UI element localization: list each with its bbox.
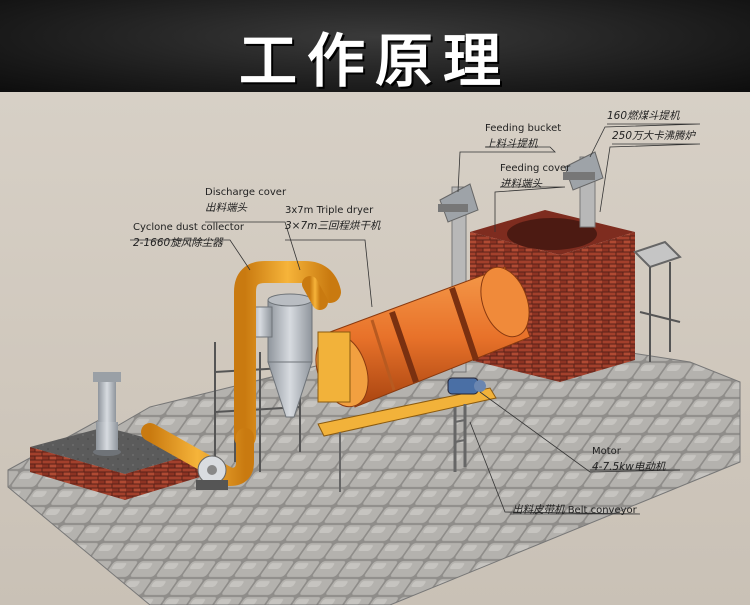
label-feeding-bucket-cn: 上料斗提机 bbox=[485, 138, 538, 150]
label-belt-conveyor: 出料皮带机 Belt conveyor bbox=[512, 502, 637, 517]
belt-conveyor bbox=[317, 387, 497, 492]
label-dryer-en: 3x7m Triple dryer bbox=[285, 205, 374, 216]
steel-platform bbox=[633, 240, 682, 362]
header-banner: 工作原理 bbox=[0, 0, 750, 95]
label-belt-cn: 出料皮带机 bbox=[512, 504, 565, 516]
dryer-system-illustration: Discharge cover 出料端头 3x7m Triple dryer 3… bbox=[0, 92, 750, 605]
label-feeding-bucket-en: Feeding bucket bbox=[485, 123, 562, 134]
label-discharge-cover-en: Discharge cover bbox=[205, 187, 287, 198]
discharge-cover bbox=[317, 331, 351, 403]
label-motor-en: Motor bbox=[592, 446, 621, 457]
label-feeding-cover-cn: 进料端头 bbox=[500, 178, 542, 190]
induced-draft-fan bbox=[196, 455, 228, 490]
callout-lines bbox=[130, 123, 701, 515]
cyclone-dust-collector bbox=[247, 293, 313, 418]
page-title: 工作原理 bbox=[238, 27, 511, 95]
label-discharge-cover-cn: 出料端头 bbox=[205, 202, 247, 214]
label-cyclone-cn: 2-1660旋风除尘器 bbox=[133, 237, 223, 249]
label-dryer-cn: 3×7m三回程烘干机 bbox=[285, 220, 381, 232]
equipment-diagram bbox=[7, 123, 741, 605]
air-duct bbox=[141, 261, 341, 487]
label-coal-bucket-cn: 160燃煤斗提机 bbox=[607, 110, 680, 122]
label-feeding-cover-en: Feeding cover bbox=[500, 163, 571, 174]
chimney bbox=[93, 372, 121, 456]
label-cyclone-en: Cyclone dust collector bbox=[133, 222, 244, 233]
coal-bucket-elevator bbox=[563, 151, 604, 228]
motor bbox=[447, 377, 486, 395]
label-motor-cn: 4-7.5kw电动机 bbox=[592, 461, 666, 473]
label-furnace-cn: 250万大卡沸腾炉 bbox=[612, 130, 696, 142]
label-belt-en: Belt conveyor bbox=[567, 505, 637, 516]
